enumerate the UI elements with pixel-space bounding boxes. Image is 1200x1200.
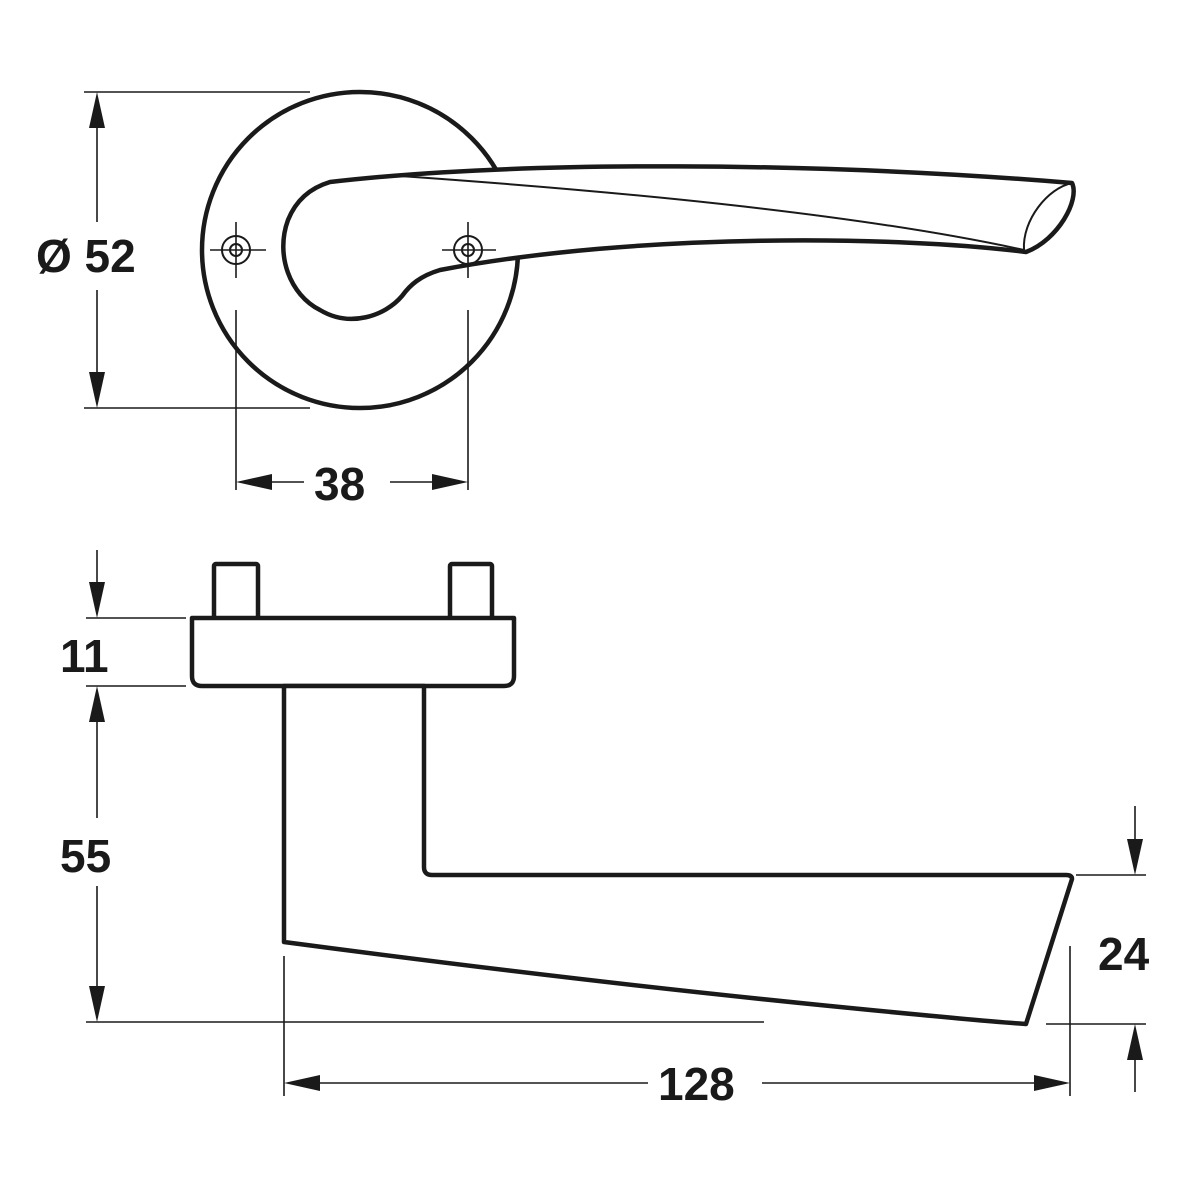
screw-hole-left bbox=[210, 222, 266, 278]
lever-thickness-dimension bbox=[1046, 806, 1146, 1092]
screw-spacing-dimension bbox=[235, 310, 469, 490]
lever-tip-face bbox=[1022, 182, 1073, 251]
rose-diameter-dimension bbox=[84, 91, 310, 409]
lever-twist-line bbox=[399, 175, 1025, 251]
screw-hole-right bbox=[442, 222, 496, 278]
lever-side-profile bbox=[281, 683, 1075, 1027]
screw-post-left bbox=[211, 561, 261, 622]
side-view: 11 55 24 128 bbox=[60, 550, 1150, 1110]
lever-thickness-label: 24 bbox=[1098, 928, 1150, 980]
screw-post-right bbox=[447, 561, 495, 622]
rose-plate bbox=[189, 615, 517, 689]
lever-length-dimension bbox=[283, 946, 1071, 1096]
rose-thickness-label: 11 bbox=[60, 630, 109, 682]
handle-height-dimension bbox=[86, 686, 764, 1023]
rose-diameter-label: Ø 52 bbox=[36, 230, 136, 282]
lever-length-label: 128 bbox=[658, 1058, 735, 1110]
handle-height-label: 55 bbox=[60, 830, 111, 882]
lever-arm bbox=[281, 164, 1076, 321]
rose-thickness-dimension bbox=[86, 550, 186, 687]
screw-spacing-label: 38 bbox=[314, 458, 365, 510]
front-view: Ø 52 38 bbox=[36, 89, 1076, 510]
